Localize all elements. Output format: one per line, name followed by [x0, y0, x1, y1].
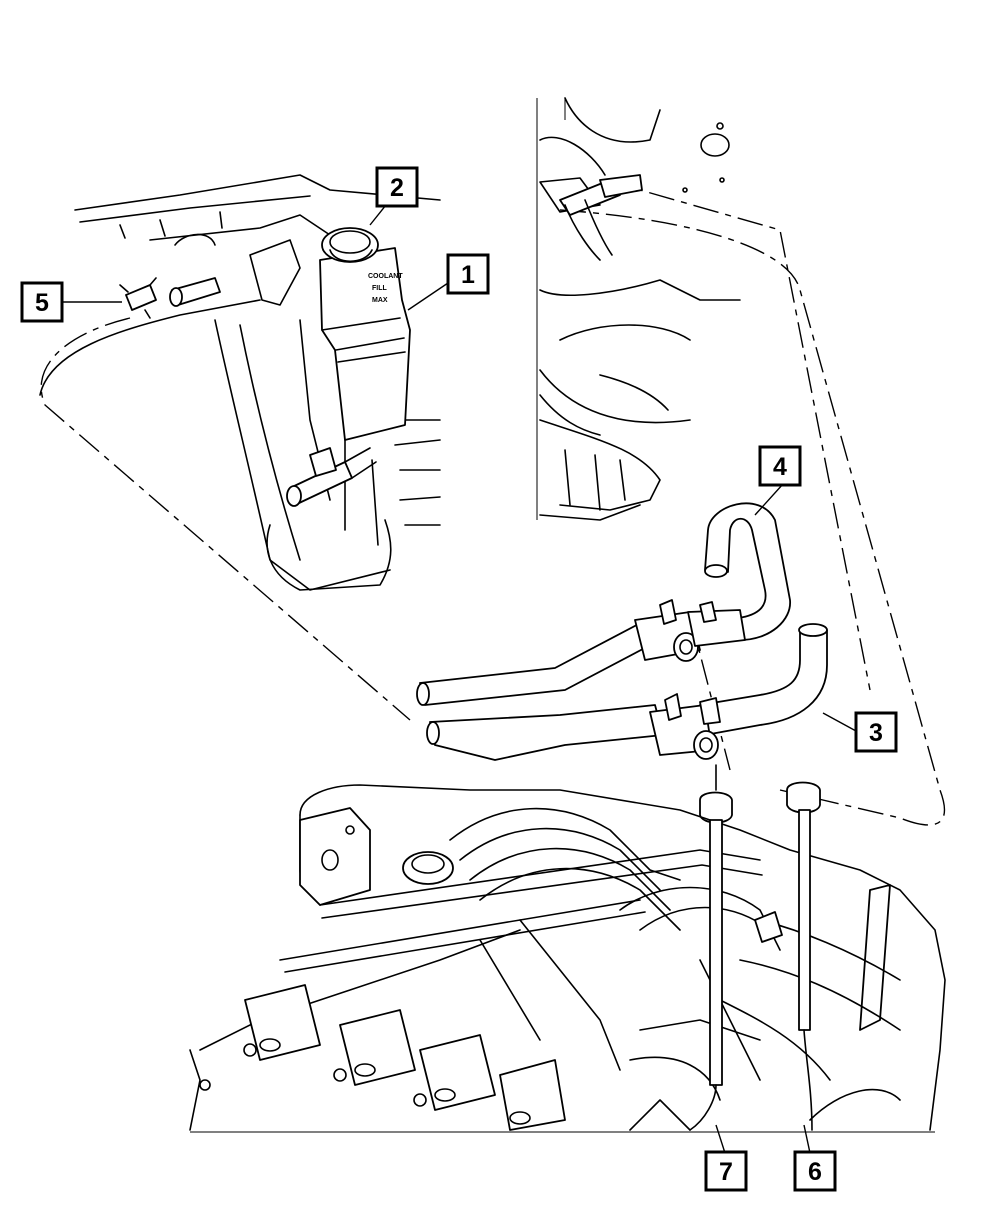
- coolant-reservoir: COOLANT FILL MAX: [319, 227, 411, 441]
- leader-3: [822, 712, 857, 732]
- callout-3: 3: [854, 711, 898, 753]
- leader-6: [803, 1124, 811, 1154]
- hose-clamp-item-7: [699, 764, 733, 824]
- dashed-assembly-outline: [40, 179, 946, 826]
- hose-clamp-item-5: [119, 277, 157, 319]
- callout-4: 4: [758, 445, 802, 487]
- hose-fitting-lower: [649, 693, 721, 760]
- callout-6: 6: [793, 1150, 837, 1192]
- callout-6-label: 6: [808, 1158, 822, 1186]
- callout-7-label: 7: [719, 1158, 733, 1186]
- heater-hose-item-3: [699, 623, 828, 736]
- leader-7: [715, 1124, 726, 1154]
- leader-lines: [62, 204, 857, 1154]
- reservoir-label-fill: FILL: [372, 285, 387, 292]
- leader-1: [407, 282, 449, 311]
- hose-fitting-upper: [634, 599, 746, 662]
- callout-7: 7: [704, 1150, 748, 1192]
- callout-5-label: 5: [35, 289, 49, 317]
- callout-1: 1: [446, 253, 490, 295]
- callout-4-label: 4: [773, 453, 787, 481]
- engine-intake-manifold: [189, 784, 946, 1133]
- firewall-heater-core-area: [536, 97, 741, 521]
- hose-clamp-reservoir: [309, 447, 337, 477]
- callout-2-label: 2: [390, 174, 404, 202]
- hose-clamp-item-6: [786, 781, 821, 814]
- reservoir-label-max: MAX: [372, 297, 388, 304]
- callout-1-label: 1: [461, 261, 475, 289]
- reservoir-label-coolant: COOLANT: [368, 273, 403, 280]
- callout-3-label: 3: [869, 719, 883, 747]
- leader-4: [754, 483, 784, 516]
- radiator-support-area: [39, 174, 441, 591]
- callout-2: 2: [375, 166, 419, 208]
- leader-2: [369, 204, 387, 226]
- callout-5: 5: [20, 281, 64, 323]
- coolant-tubes: [416, 617, 664, 761]
